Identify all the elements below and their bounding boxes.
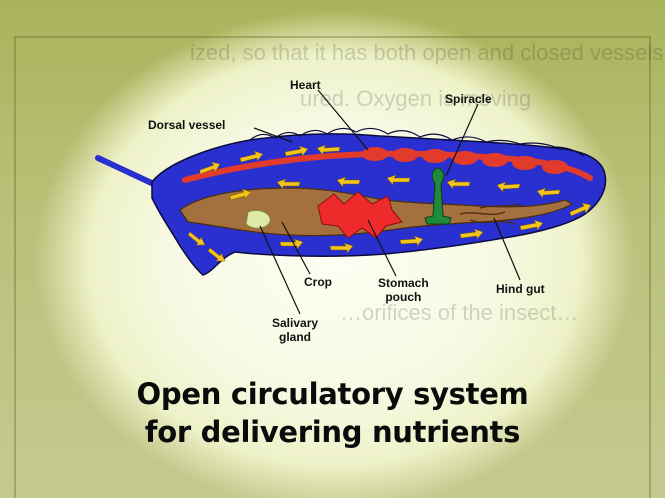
label-salivary-gland: Salivary gland	[272, 316, 318, 344]
label-hind-gut: Hind gut	[496, 282, 545, 296]
label-crop: Crop	[304, 275, 332, 289]
caption-line-2: for delivering nutrients	[0, 414, 665, 450]
label-spiracle: Spiracle	[445, 92, 492, 106]
caption-line-1: Open circulatory system	[0, 376, 665, 412]
antenna	[98, 158, 158, 186]
label-heart: Heart	[290, 78, 321, 92]
salivary-gland	[246, 210, 270, 228]
label-stomach-pouch: Stomach pouch	[378, 276, 429, 304]
label-dorsal-vessel: Dorsal vessel	[148, 118, 225, 132]
